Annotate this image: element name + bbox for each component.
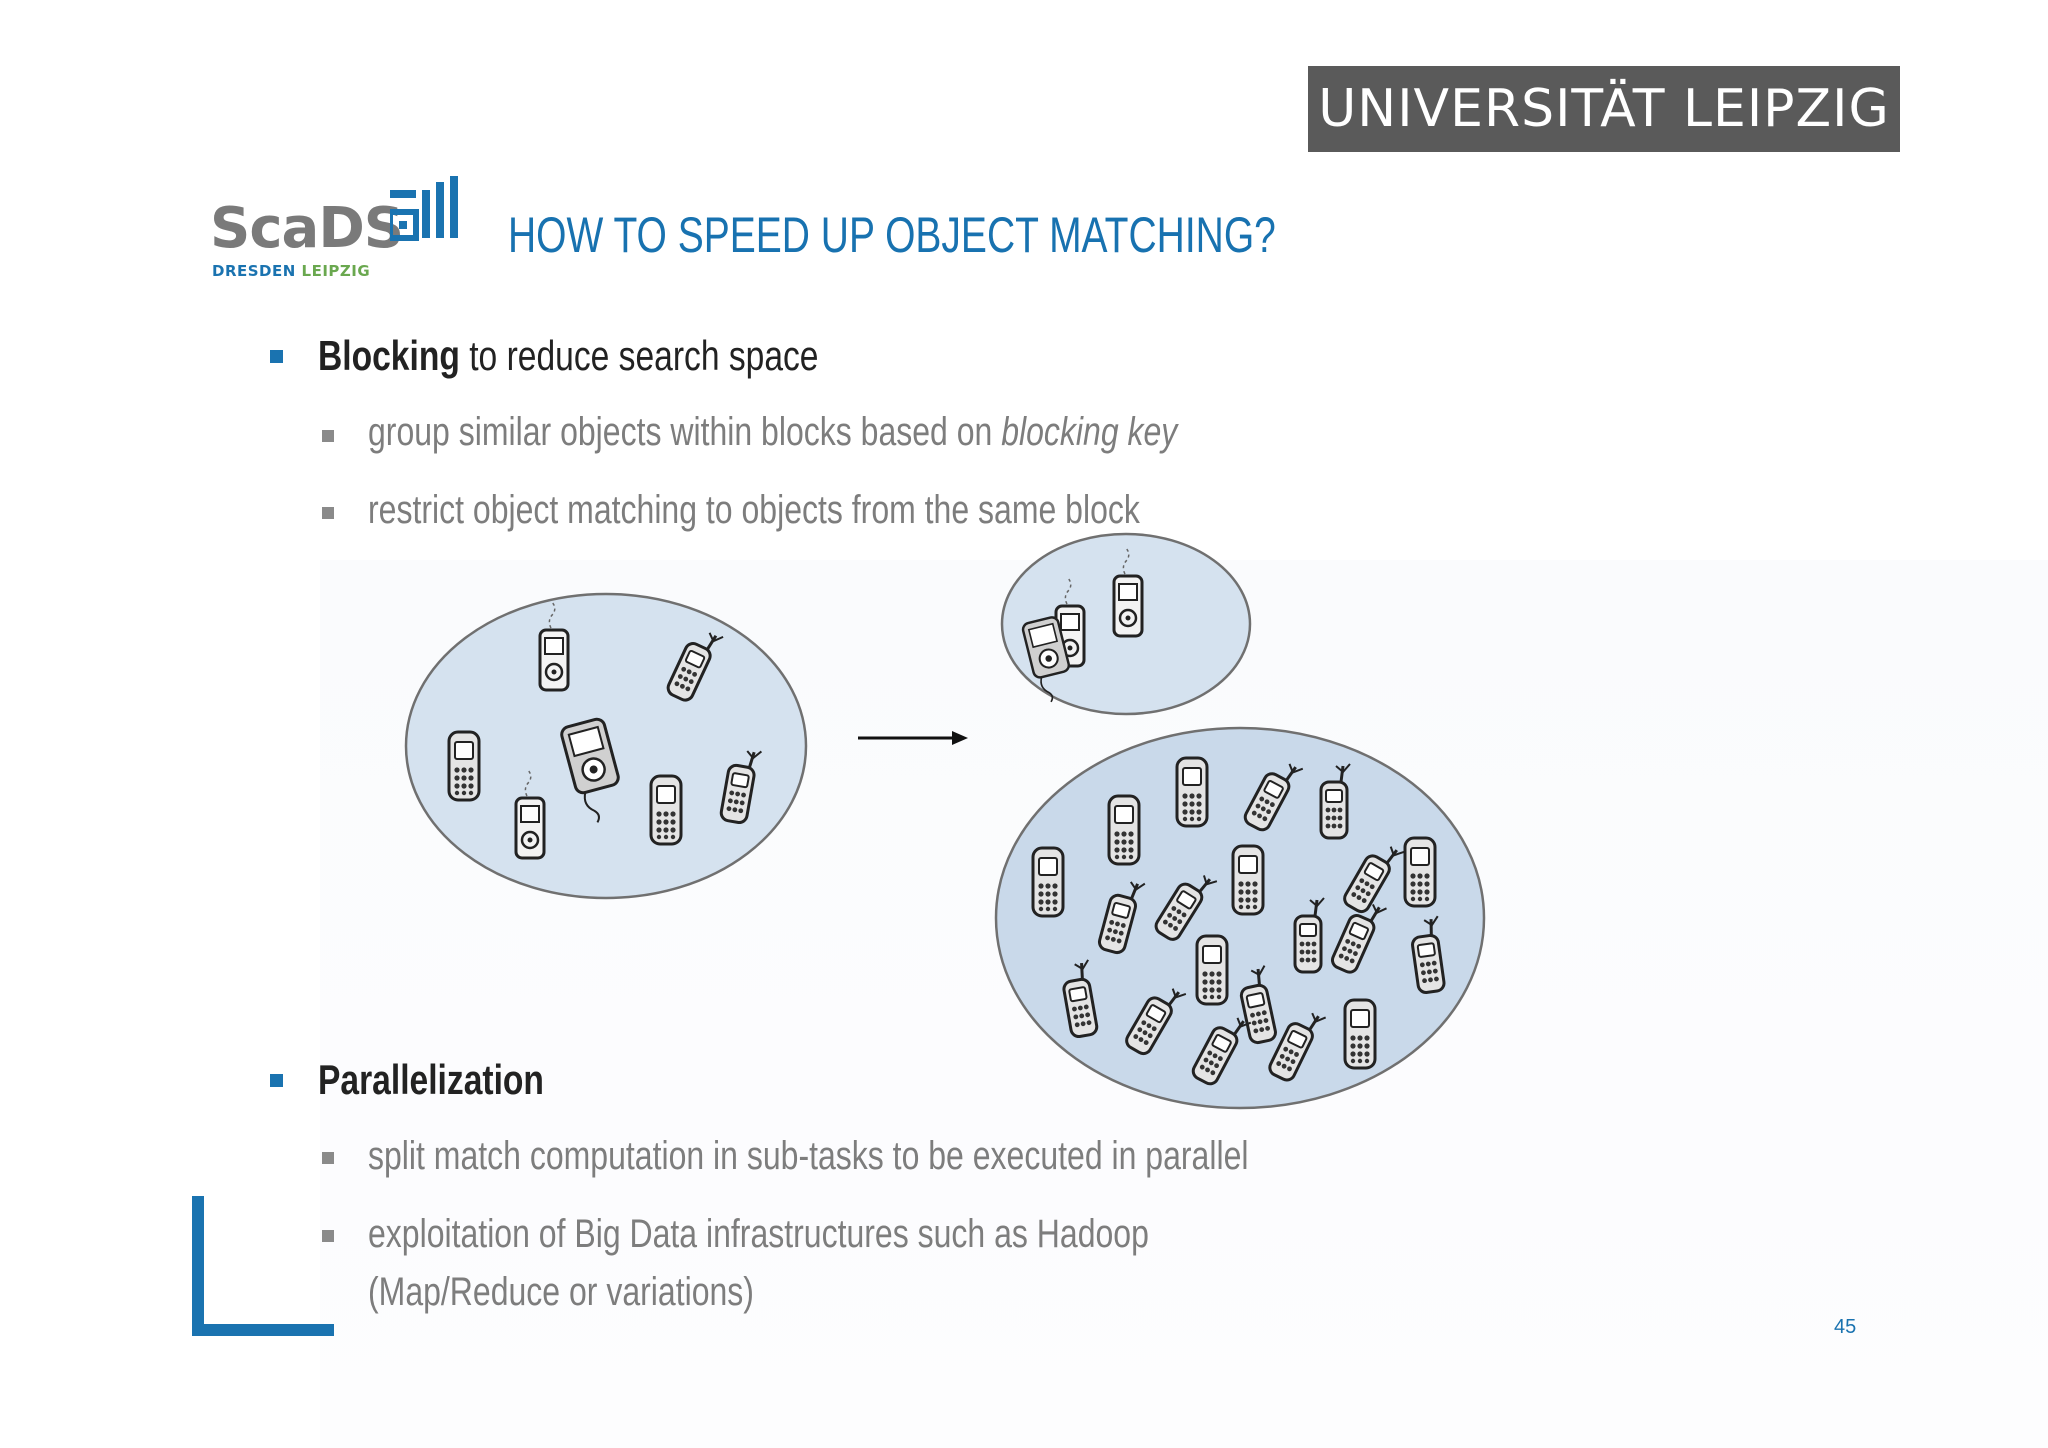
mobile-phone-icon — [1403, 836, 1437, 908]
university-logo: UNIVERSITÄT LEIPZIG — [1308, 66, 1900, 152]
block-phones-ellipse — [994, 726, 1486, 1110]
mobile-phone-icon — [649, 774, 683, 846]
scads-logo-subtitle: DRESDEN LEIPZIG — [212, 262, 371, 280]
mobile-phone-icon — [1195, 934, 1229, 1006]
blocking-diagram — [404, 532, 1486, 1110]
mobile-phone-icon — [1031, 846, 1065, 918]
arrow-right-icon — [858, 731, 968, 745]
scads-bars-icon — [390, 176, 458, 241]
mobile-phone-icon — [1343, 998, 1377, 1070]
scads-logo: ScaDS DRESDEN LEIPZIG — [210, 176, 472, 282]
bullet-parallelization: Parallelization — [318, 1056, 544, 1103]
bullet-restrict-matching: restrict object matching to objects from… — [368, 488, 1140, 532]
bullet-group-similar: group similar objects within blocks base… — [368, 410, 1178, 454]
page-title: HOW TO SPEED UP OBJECT MATCHING? — [508, 207, 1276, 263]
bullet-blocking: Blocking to reduce search space — [318, 332, 819, 379]
bullet-big-data-continued: (Map/Reduce or variations) — [368, 1270, 754, 1314]
mobile-phone-icon — [1175, 756, 1209, 828]
scads-logo-word: ScaDS — [210, 196, 404, 261]
bullet-square — [322, 430, 334, 442]
bullet-square — [322, 1230, 334, 1242]
corner-bracket-mark — [192, 1196, 334, 1336]
mobile-phone-icon — [1231, 844, 1265, 916]
mobile-phone-icon — [447, 730, 481, 802]
page-number: 45 — [1834, 1316, 1857, 1338]
bullet-big-data: exploitation of Big Data infrastructures… — [368, 1212, 1149, 1256]
bullet-square — [322, 1152, 334, 1164]
mobile-phone-icon — [1107, 794, 1141, 866]
bullet-split-computation: split match computation in sub-tasks to … — [368, 1134, 1249, 1178]
bullet-square — [322, 507, 334, 519]
bullet-square — [270, 350, 283, 363]
bullet-square — [270, 1074, 283, 1087]
